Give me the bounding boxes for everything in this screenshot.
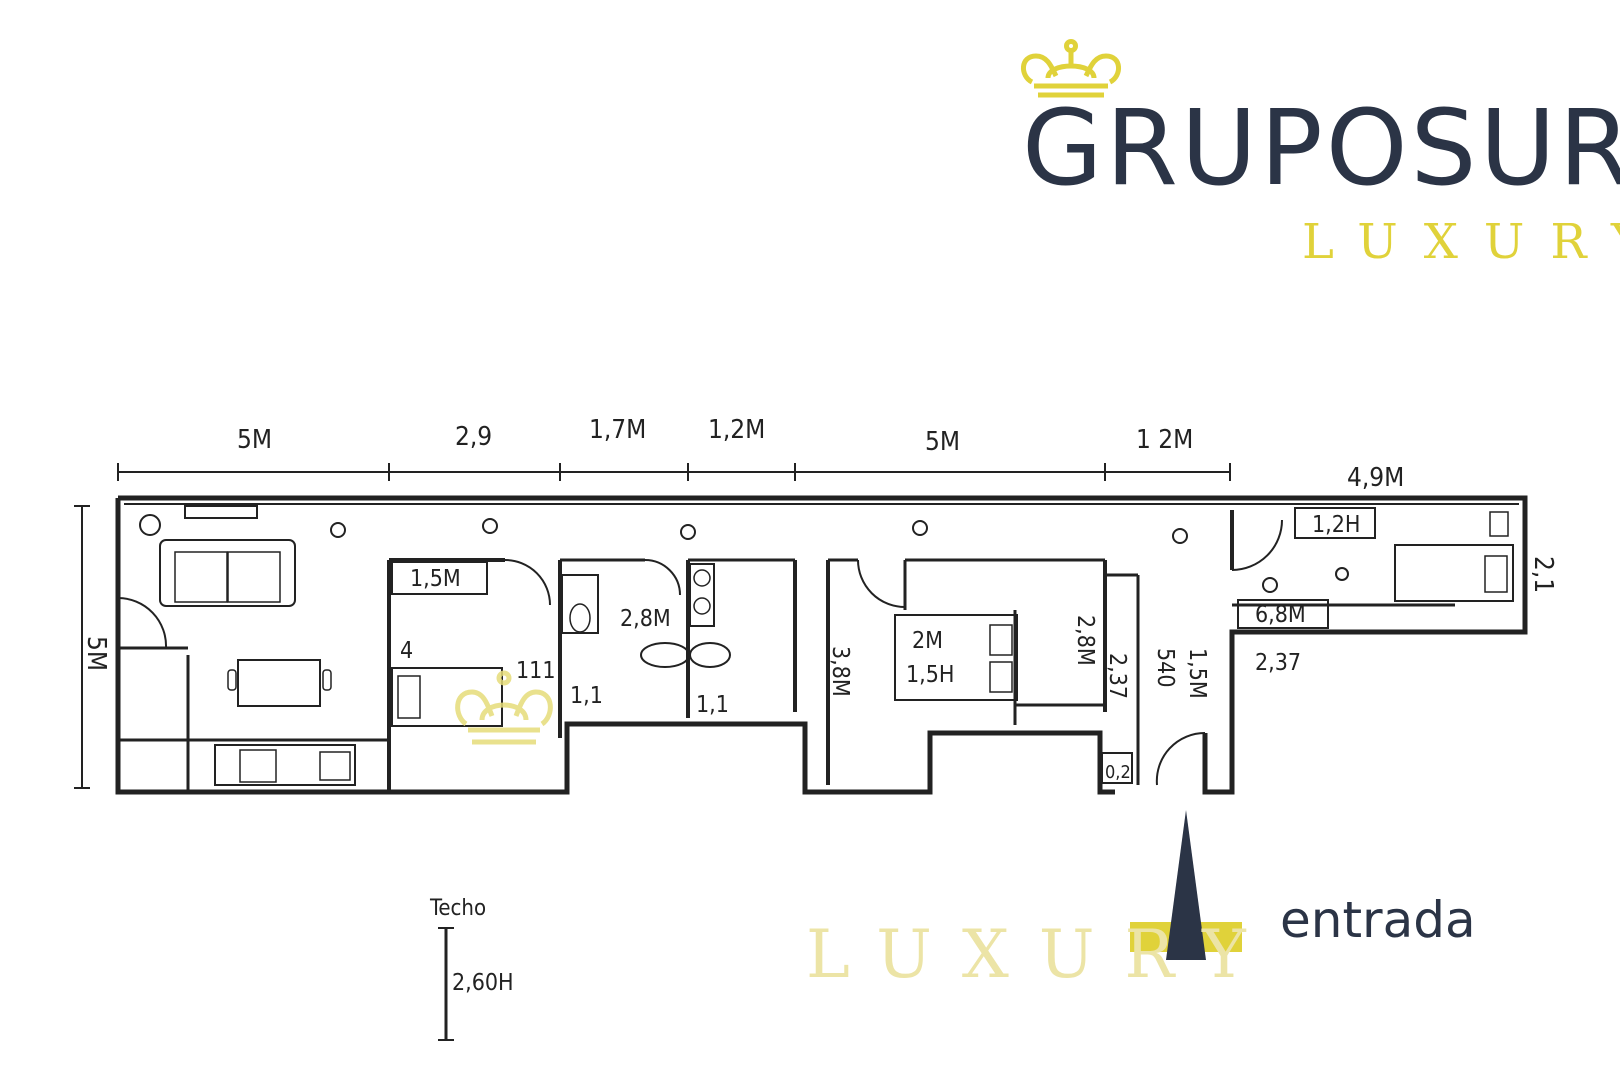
bathroom-sink — [561, 574, 599, 634]
room-label: 1,1 — [696, 692, 729, 718]
watermark-crown-icon — [455, 670, 553, 745]
door-swing — [117, 596, 168, 649]
entrance-label: entrada — [1280, 891, 1476, 949]
watermark-tagline: LUXURY — [806, 916, 1276, 993]
outer-wall — [118, 495, 1528, 795]
kitchen-counter — [214, 744, 356, 786]
dim-label: 1 2M — [1136, 425, 1193, 455]
brand-name: GRUPOSUR — [1022, 87, 1620, 209]
brand-tagline: LUXURY — [1302, 214, 1620, 270]
ceiling-light — [330, 522, 346, 538]
bed — [391, 667, 503, 727]
dim-label: 5M — [237, 425, 272, 455]
toilet — [640, 642, 690, 668]
room-label: 2,8M — [1072, 615, 1098, 666]
room-label: 1,5M — [410, 566, 461, 592]
room-label: 1,5M — [1184, 648, 1210, 699]
room-label: 1,2H — [1312, 512, 1360, 538]
room-label: 1,5H — [906, 662, 954, 688]
dim-label: 1,7M — [589, 415, 646, 445]
room-label: 2M — [912, 628, 943, 654]
dim-label: 4,9M — [1347, 463, 1404, 493]
tv-unit — [184, 505, 258, 519]
room-label: 540 — [1152, 648, 1178, 688]
sofa — [159, 539, 296, 607]
room-label: 2,37 — [1255, 650, 1301, 676]
fan-icon — [139, 514, 161, 536]
room-label: 6,8M — [1255, 602, 1306, 628]
dim-label: 5M — [925, 427, 960, 457]
crown-logo-icon — [1021, 39, 1121, 98]
bed — [894, 614, 1018, 701]
room-label: 4 — [400, 638, 413, 664]
room-label: 1,1 — [570, 683, 603, 709]
dining-table — [237, 659, 321, 707]
dim-label: 2,1 — [1528, 556, 1558, 593]
entrance-marker-icon — [1130, 810, 1242, 960]
bed — [1394, 544, 1514, 602]
room-label: 2,37 — [1104, 653, 1130, 699]
dim-label: 5M — [81, 636, 111, 671]
dim-label: 2,9 — [455, 422, 492, 452]
room-label: 111 — [516, 658, 556, 684]
dim-label: 1,2M — [708, 415, 765, 445]
room-label: 0,2 — [1105, 762, 1131, 783]
room-label: 2,8M — [620, 606, 671, 632]
room-label: 3,8M — [827, 646, 853, 697]
ceiling-title: Techo — [430, 896, 487, 921]
ceiling-value: 2,60H — [452, 970, 514, 996]
